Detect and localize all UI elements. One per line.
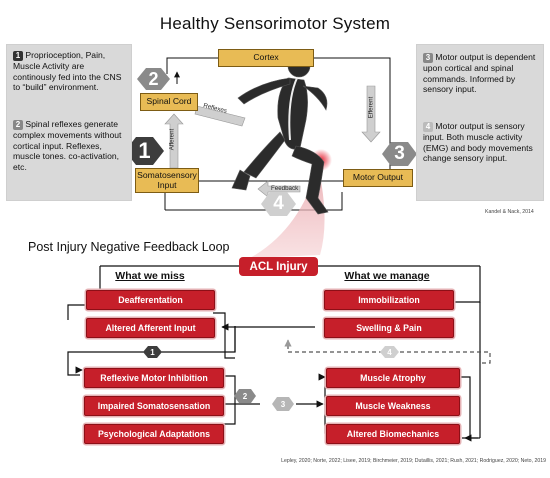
hex-3-bottom (272, 397, 294, 411)
efferent-arrow (361, 85, 381, 143)
injury-beam (250, 166, 325, 258)
page-title: Healthy Sensorimotor System (159, 14, 391, 33)
hex-4-bottom-label: 4 (387, 347, 392, 357)
somatosensory-node: Somatosensory Input (135, 168, 199, 193)
left-info-box: 1 Proprioception, Pain, Muscle Activity … (6, 44, 132, 201)
motor-output-node: Motor Output (343, 169, 413, 187)
feedback-arrow (257, 180, 301, 198)
afferent-label: Afferent (168, 128, 176, 151)
loop-dashed-return (284, 339, 491, 364)
spinal-cord-node: Spinal Cord (140, 93, 198, 111)
afferent-arrow (164, 113, 184, 169)
runner-figure (231, 54, 329, 215)
miss-item-psychological-adaptations: Psychological Adaptations (84, 424, 224, 444)
miss-item-impaired-somatosensation: Impaired Somatosensation (84, 396, 224, 416)
reflexes-arrow (194, 105, 246, 127)
hex-4-top-label: 4 (273, 193, 284, 214)
info-point-2: 2 Spinal reflexes generate complex movem… (13, 119, 127, 172)
right-info-box: 3 Motor output is dependent upon cortica… (416, 44, 544, 201)
manage-item-immobilization: Immobilization (324, 290, 454, 310)
info-point-1-text: Proprioception, Pain, Muscle Activity ar… (13, 50, 122, 93)
miss-item-reflexive-inhibition: Reflexive Motor Inhibition (84, 368, 224, 388)
info-point-2-text: Spinal reflexes generate complex movemen… (13, 119, 122, 172)
hex-2-top-label: 2 (148, 68, 159, 89)
hex-2-bottom-label: 2 (242, 391, 248, 401)
references: Lepley, 2020; Norte, 2022; Lisee, 2019; … (281, 458, 546, 464)
acl-injury-badge: ACL Injury (239, 257, 318, 276)
efferent-label: Efferent (367, 96, 375, 119)
hex-2-bottom (234, 389, 256, 403)
info-point-4: 4 Motor output is sensory input. Both mu… (423, 121, 539, 164)
info-point-3-text: Motor output is dependent upon cortical … (423, 52, 536, 95)
hex-badge-4: 4 (423, 122, 433, 132)
hex-1-bottom-label: 1 (150, 347, 155, 357)
hex-1-top (125, 137, 164, 165)
hex-3-bottom-label: 3 (280, 399, 286, 409)
loop-title: Post Injury Negative Feedback Loop (28, 240, 230, 254)
feedback-label: Feedback (271, 185, 299, 192)
miss-item-deafferentation: Deafferentation (86, 290, 215, 310)
miss-header: What we miss (115, 270, 185, 282)
hex-3-top (382, 142, 417, 166)
info-point-1: 1 Proprioception, Pain, Muscle Activity … (13, 50, 127, 93)
top-citation: Kandel & Nack, 2014 (485, 209, 534, 215)
manage-header: What we manage (344, 270, 430, 282)
hex-4-top (261, 192, 296, 216)
hex-badge-2: 2 (13, 120, 23, 130)
manage-item-altered-biomechanics: Altered Biomechanics (326, 424, 460, 444)
info-point-4-text: Motor output is sensory input. Both musc… (423, 121, 533, 164)
manage-item-muscle-atrophy: Muscle Atrophy (326, 368, 460, 388)
manage-item-muscle-weakness: Muscle Weakness (326, 396, 460, 416)
hex-badge-3: 3 (423, 53, 433, 63)
hex-1-bottom (143, 346, 162, 358)
manage-item-swelling-pain: Swelling & Pain (324, 318, 454, 338)
miss-item-altered-afferent: Altered Afferent Input (86, 318, 215, 338)
hex-3-top-label: 3 (394, 143, 405, 164)
spine-highlight (288, 77, 298, 141)
loop-lines (67, 265, 481, 442)
hex-badge-1: 1 (13, 51, 23, 61)
hex-2-top (137, 68, 170, 90)
hex-1-top-label: 1 (138, 138, 151, 163)
info-point-3: 3 Motor output is dependent upon cortica… (423, 52, 539, 95)
cortex-node: Cortex (218, 49, 314, 67)
hex-4-bottom (380, 346, 399, 358)
